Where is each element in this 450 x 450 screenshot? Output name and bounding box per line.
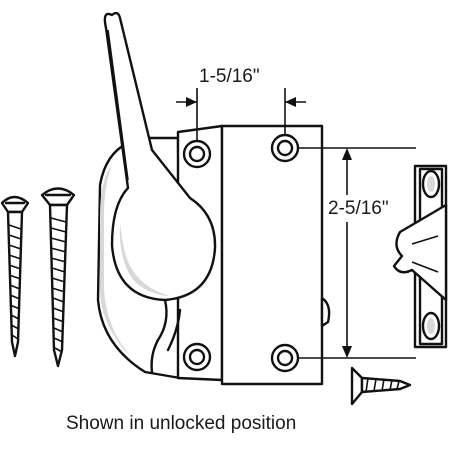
flat-head-screw xyxy=(350,366,412,406)
height-dimension: 2-5/16" xyxy=(298,147,416,359)
wood-screw-left xyxy=(0,195,30,358)
caption-text: Shown in unlocked position xyxy=(66,413,296,434)
width-dimension: 1-5/16" xyxy=(176,66,306,140)
keeper xyxy=(392,164,448,349)
cam-lever xyxy=(103,11,217,374)
wood-screw-right xyxy=(40,187,76,368)
mounting-plate xyxy=(220,124,331,386)
height-label: 2-5/16" xyxy=(328,198,389,219)
width-label: 1-5/16" xyxy=(199,66,260,87)
